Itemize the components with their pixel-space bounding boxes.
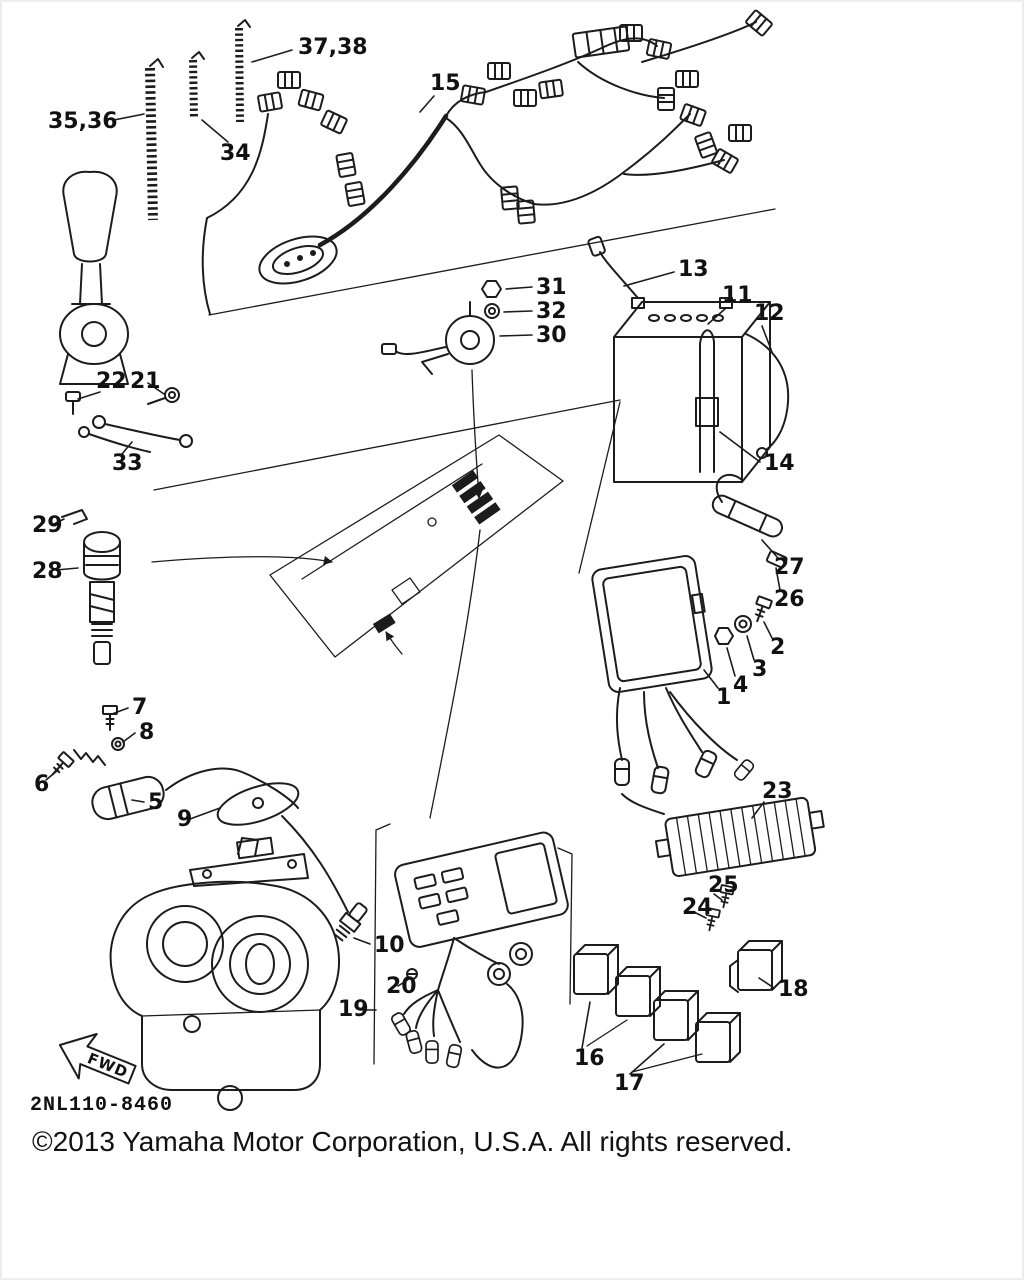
part-label-leader-15 [419,95,435,113]
part-label-leader-28 [55,567,79,571]
part-label-leader-9 [189,807,221,820]
part-label-30: 30 [536,323,567,348]
lead-wire [78,415,193,453]
part-label-leader-35-36 [113,113,145,121]
part-label-leader-29 [53,518,65,525]
part-label-35-36: 35,36 [48,109,118,134]
part-label-leader-7 [111,707,129,715]
part-label-leader-6 [45,769,59,781]
part-label-leader-37-38 [251,49,293,63]
part-label-11: 11 [722,283,753,308]
part-label-18: 18 [778,977,809,1002]
part-label-leader-22 [77,391,101,400]
part-label-leader-33 [121,441,133,455]
part-label-leader-3 [746,635,755,661]
part-label-leader-25 [713,893,723,901]
part-label-26: 26 [774,587,805,612]
part-label-leader-4 [726,647,736,677]
terminal-parts [65,387,180,415]
part-label-22: 22 [96,369,127,394]
part-label-leader-27 [761,539,779,559]
part-label-19: 19 [338,997,369,1022]
part-label-12: 12 [754,301,785,326]
part-label-10: 10 [374,933,405,958]
part-label-8: 8 [139,720,154,745]
part-label-3: 3 [752,657,767,682]
part-label-1: 1 [716,685,731,710]
part-label-leader-26 [775,567,781,591]
relay-18 [729,940,783,993]
part-label-21: 21 [130,369,161,394]
pointer-lines [151,369,703,1073]
part-label-13: 13 [678,257,709,282]
part-label-leader-30 [499,334,533,337]
part-label-7: 7 [132,695,147,720]
part-label-31: 31 [536,275,567,300]
part-label-leader-23 [751,801,765,819]
fwd-arrow: FWD [58,1033,137,1085]
remote-control-lever [59,170,129,385]
part-label-23: 23 [762,779,793,804]
part-label-leader-24 [693,911,707,919]
gauge-assembly [373,823,573,1069]
part-label-leader-32 [503,310,533,313]
part-label-leader-10 [353,937,371,945]
part-label-9: 9 [177,807,192,832]
part-label-leader-12 [761,325,773,353]
part-label-leader-2 [763,621,773,639]
part-label-leader-5 [131,799,145,803]
part-label-leader-20 [397,978,410,987]
part-label-5: 5 [148,790,163,815]
part-label-14: 14 [764,451,795,476]
part-label-4: 4 [733,673,748,698]
part-label-2: 2 [770,635,785,660]
part-label-28: 28 [32,559,63,584]
relays [573,940,783,1063]
part-label-34: 34 [220,141,251,166]
part-label-6: 6 [34,772,49,797]
fuse-holder [711,473,788,569]
cable-ties [145,19,251,221]
part-label-leader-34 [201,119,229,143]
copyright-text: ©2013 Yamaha Motor Corporation, U.S.A. A… [32,1126,793,1157]
part-label-leader-13 [623,271,675,287]
part-label-24: 24 [682,895,713,920]
horn-switch [381,280,502,375]
part-label-leader-21 [147,382,165,395]
part-label-leader-16 [581,1001,591,1049]
part-label-leader-17 [629,1043,665,1075]
part-label-33: 33 [112,451,143,476]
wire-harness [201,8,774,315]
part-label-37-38: 37,38 [298,35,368,60]
mount-panel [269,434,564,658]
carburetor [109,836,340,1111]
spark-plug [333,902,368,942]
part-code: 2NL110-8460 [30,1094,174,1117]
part-label-17: 17 [614,1071,645,1096]
part-label-15: 15 [430,71,461,96]
part-label-16: 16 [574,1046,605,1071]
part-label-27: 27 [774,555,805,580]
part-label-25: 25 [708,873,739,898]
part-label-leader-31 [505,286,533,290]
part-label-leader-8 [122,732,136,743]
part-label-leader-18 [758,977,775,989]
part-label-leader-1 [703,669,719,689]
cdi-unit [591,555,773,796]
part-label-leader-14 [719,431,761,463]
part-label-29: 29 [32,513,63,538]
part-label-20: 20 [386,974,417,999]
part-label-leader-11 [707,307,727,325]
ignition-coil-assembly [46,705,349,913]
rectifier [621,793,825,933]
part-label-32: 32 [536,299,567,324]
main-switch [61,509,121,665]
